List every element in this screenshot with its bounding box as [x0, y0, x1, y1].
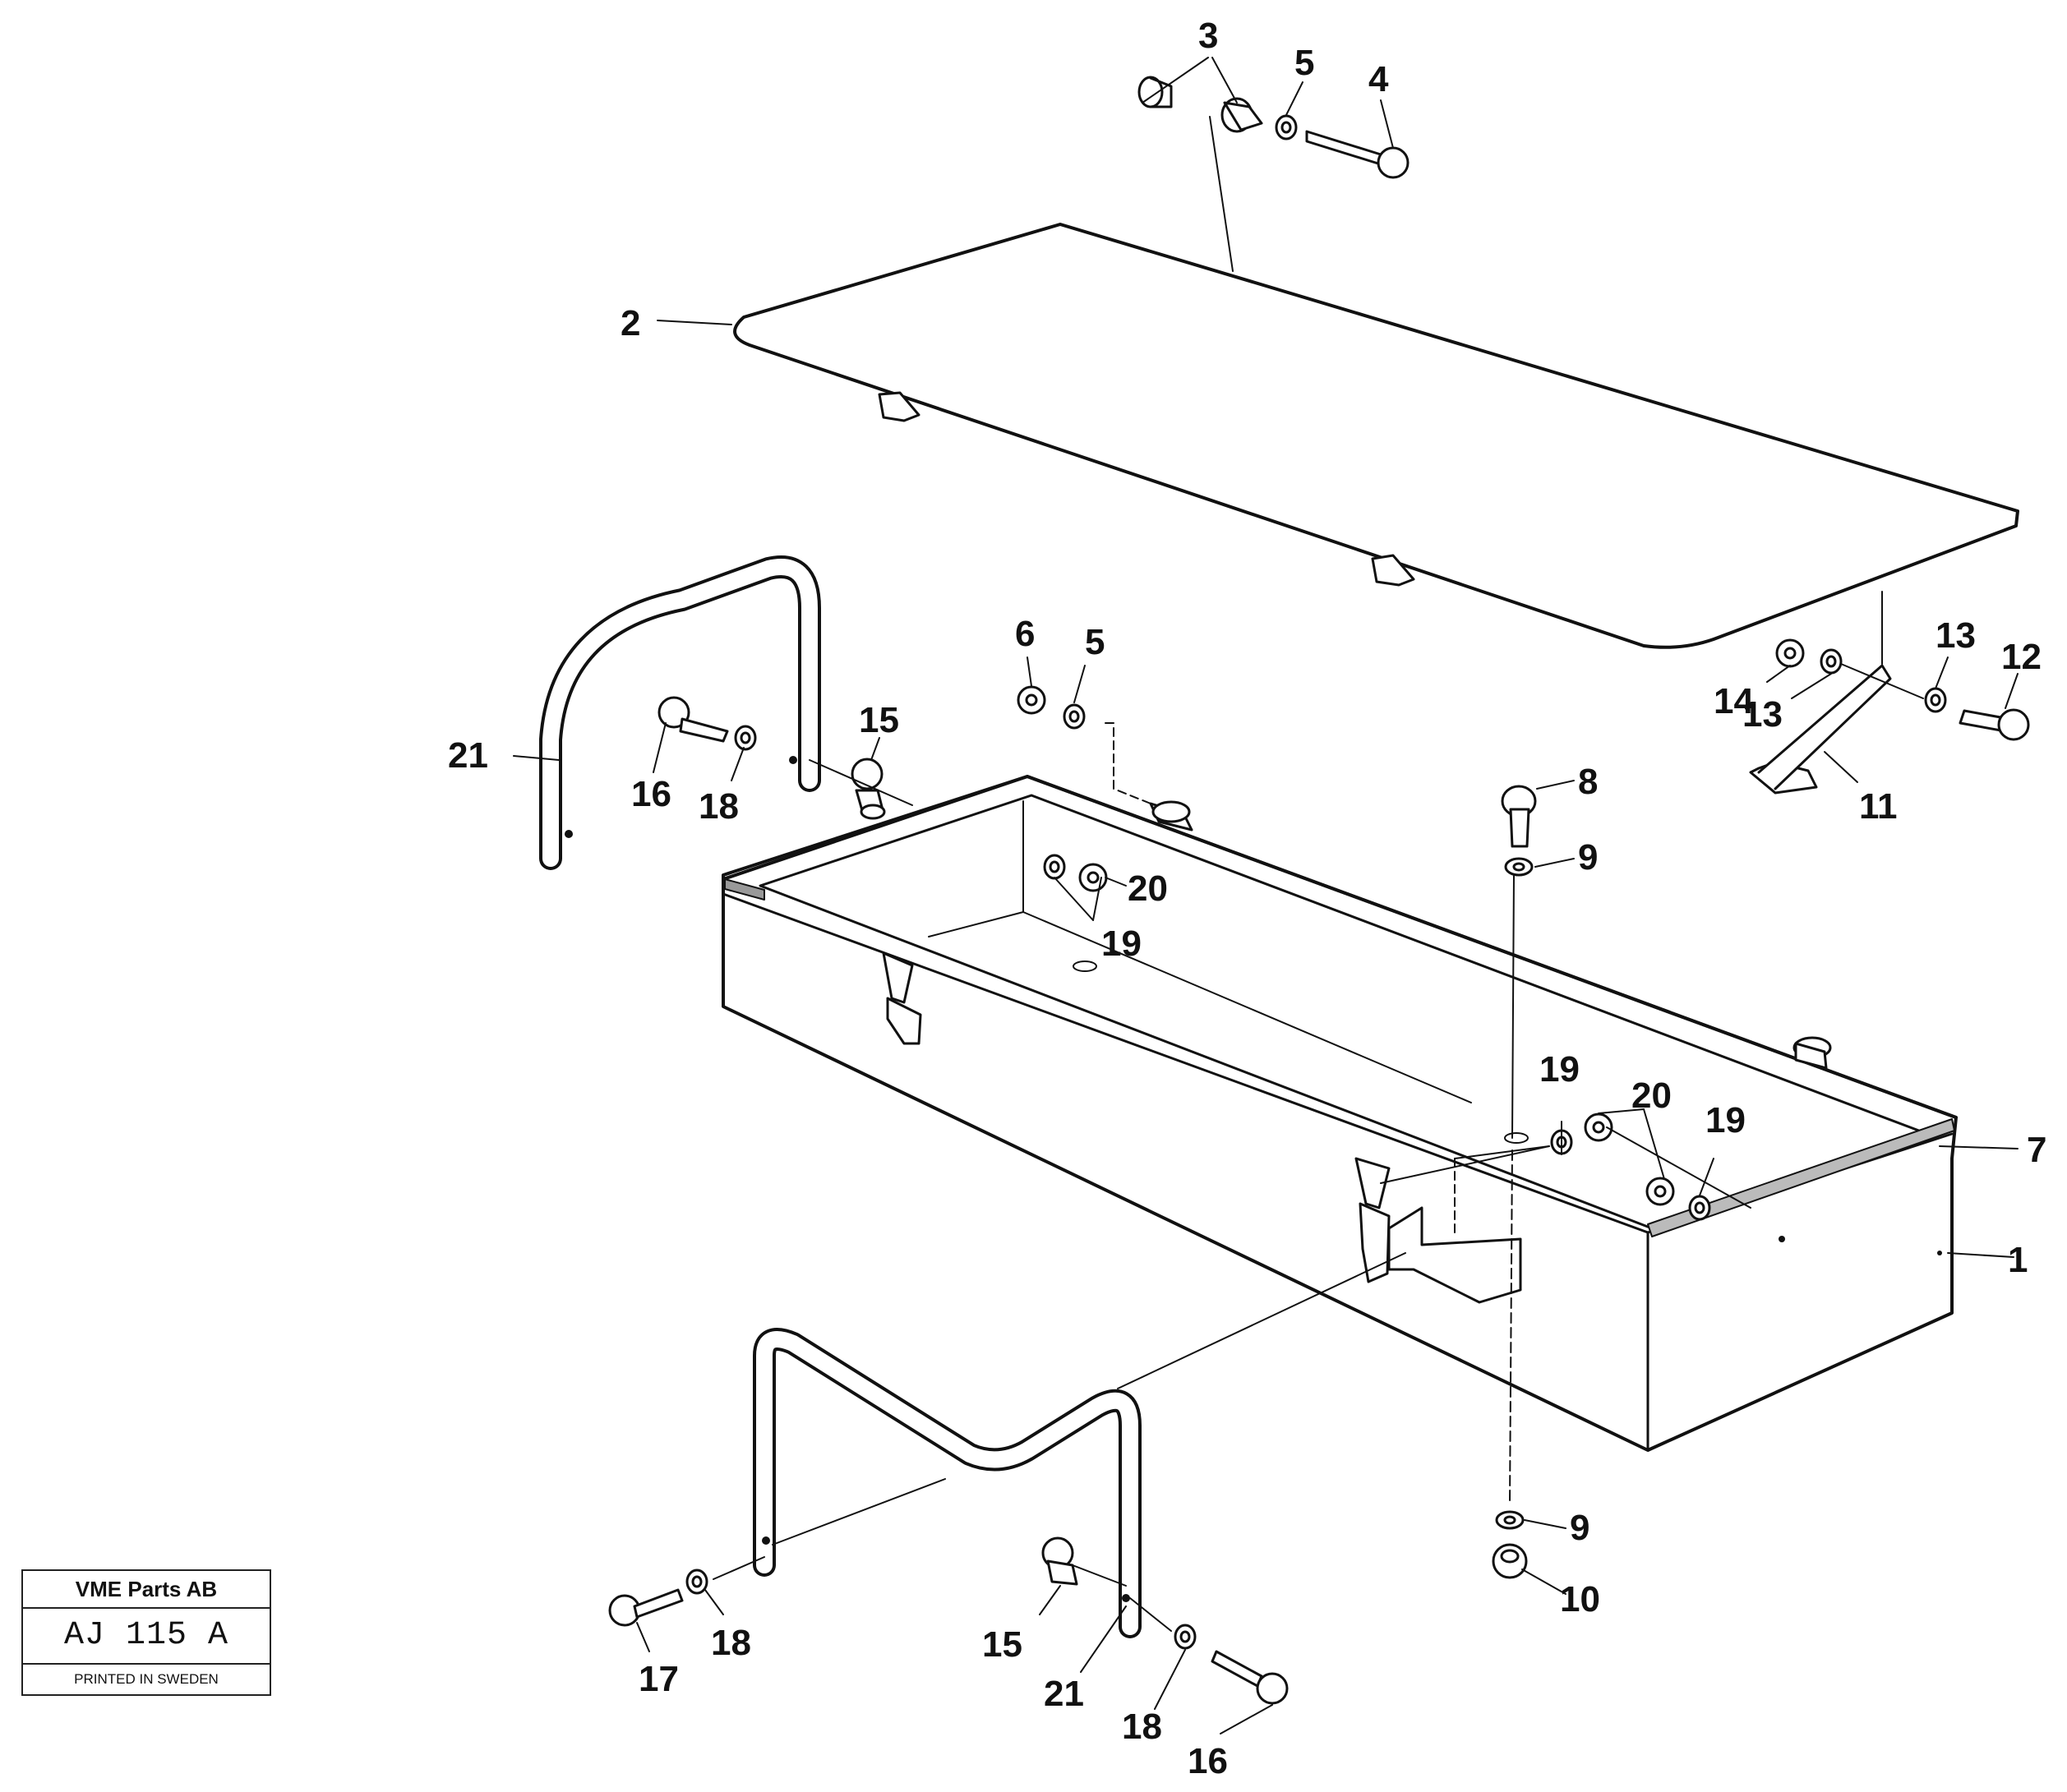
callout-9-upper: 9	[1578, 837, 1599, 878]
company-name: VME Parts AB	[23, 1571, 270, 1609]
callout-7: 7	[2027, 1130, 2047, 1170]
callout-18-upper: 18	[699, 786, 739, 827]
callout-11: 11	[1859, 786, 1898, 827]
callout-6: 6	[1015, 614, 1036, 654]
handle-lower	[753, 1328, 1142, 1638]
callout-16-lower: 16	[1188, 1741, 1228, 1781]
callout-13-right: 13	[1936, 615, 1976, 656]
callout-19-upper: 19	[1101, 924, 1142, 964]
callout-5-mid: 5	[1085, 622, 1105, 662]
title-block: VME Parts AB AJ 115 A PRINTED IN SWEDEN	[21, 1569, 271, 1696]
callout-1: 1	[2008, 1240, 2028, 1280]
mounting-bracket	[1387, 1206, 1522, 1304]
callout-15-lower: 15	[982, 1624, 1022, 1665]
callout-20-right: 20	[1631, 1076, 1672, 1116]
leader-lines	[513, 57, 2019, 1734]
callout-9-lower: 9	[1570, 1508, 1590, 1548]
callout-16-upper: 16	[631, 774, 671, 814]
handle-upper	[539, 555, 821, 870]
callout-19-right: 19	[1705, 1100, 1746, 1140]
callout-13-left: 13	[1742, 694, 1783, 735]
callout-21-lower: 21	[1044, 1674, 1084, 1714]
callout-12: 12	[2001, 637, 2042, 677]
stay-arm	[1749, 664, 1892, 795]
rim-spacers	[1149, 800, 1832, 1070]
callout-18-left: 18	[711, 1623, 751, 1663]
callout-14: 14	[1714, 681, 1754, 721]
latch-left	[882, 951, 922, 1045]
latch-right	[1354, 1157, 1391, 1283]
callout-20-upper: 20	[1128, 868, 1168, 909]
printed-in: PRINTED IN SWEDEN	[74, 1671, 219, 1687]
callout-10: 10	[1560, 1579, 1600, 1619]
fasteners	[608, 76, 2030, 1705]
callout-2: 2	[621, 303, 641, 343]
callout-4: 4	[1368, 59, 1389, 99]
callout-17: 17	[639, 1659, 679, 1699]
callout-3: 3	[1198, 16, 1219, 56]
callout-8: 8	[1578, 762, 1599, 802]
tool-box	[722, 775, 1958, 1452]
drawing-number: AJ 115 A	[23, 1609, 270, 1665]
callout-5-top: 5	[1294, 43, 1315, 83]
callout-19-mid: 19	[1539, 1049, 1580, 1089]
callout-15-upper: 15	[859, 700, 899, 740]
callout-21-upper: 21	[448, 735, 488, 776]
lid	[733, 223, 2019, 649]
callout-18-right: 18	[1122, 1707, 1162, 1747]
